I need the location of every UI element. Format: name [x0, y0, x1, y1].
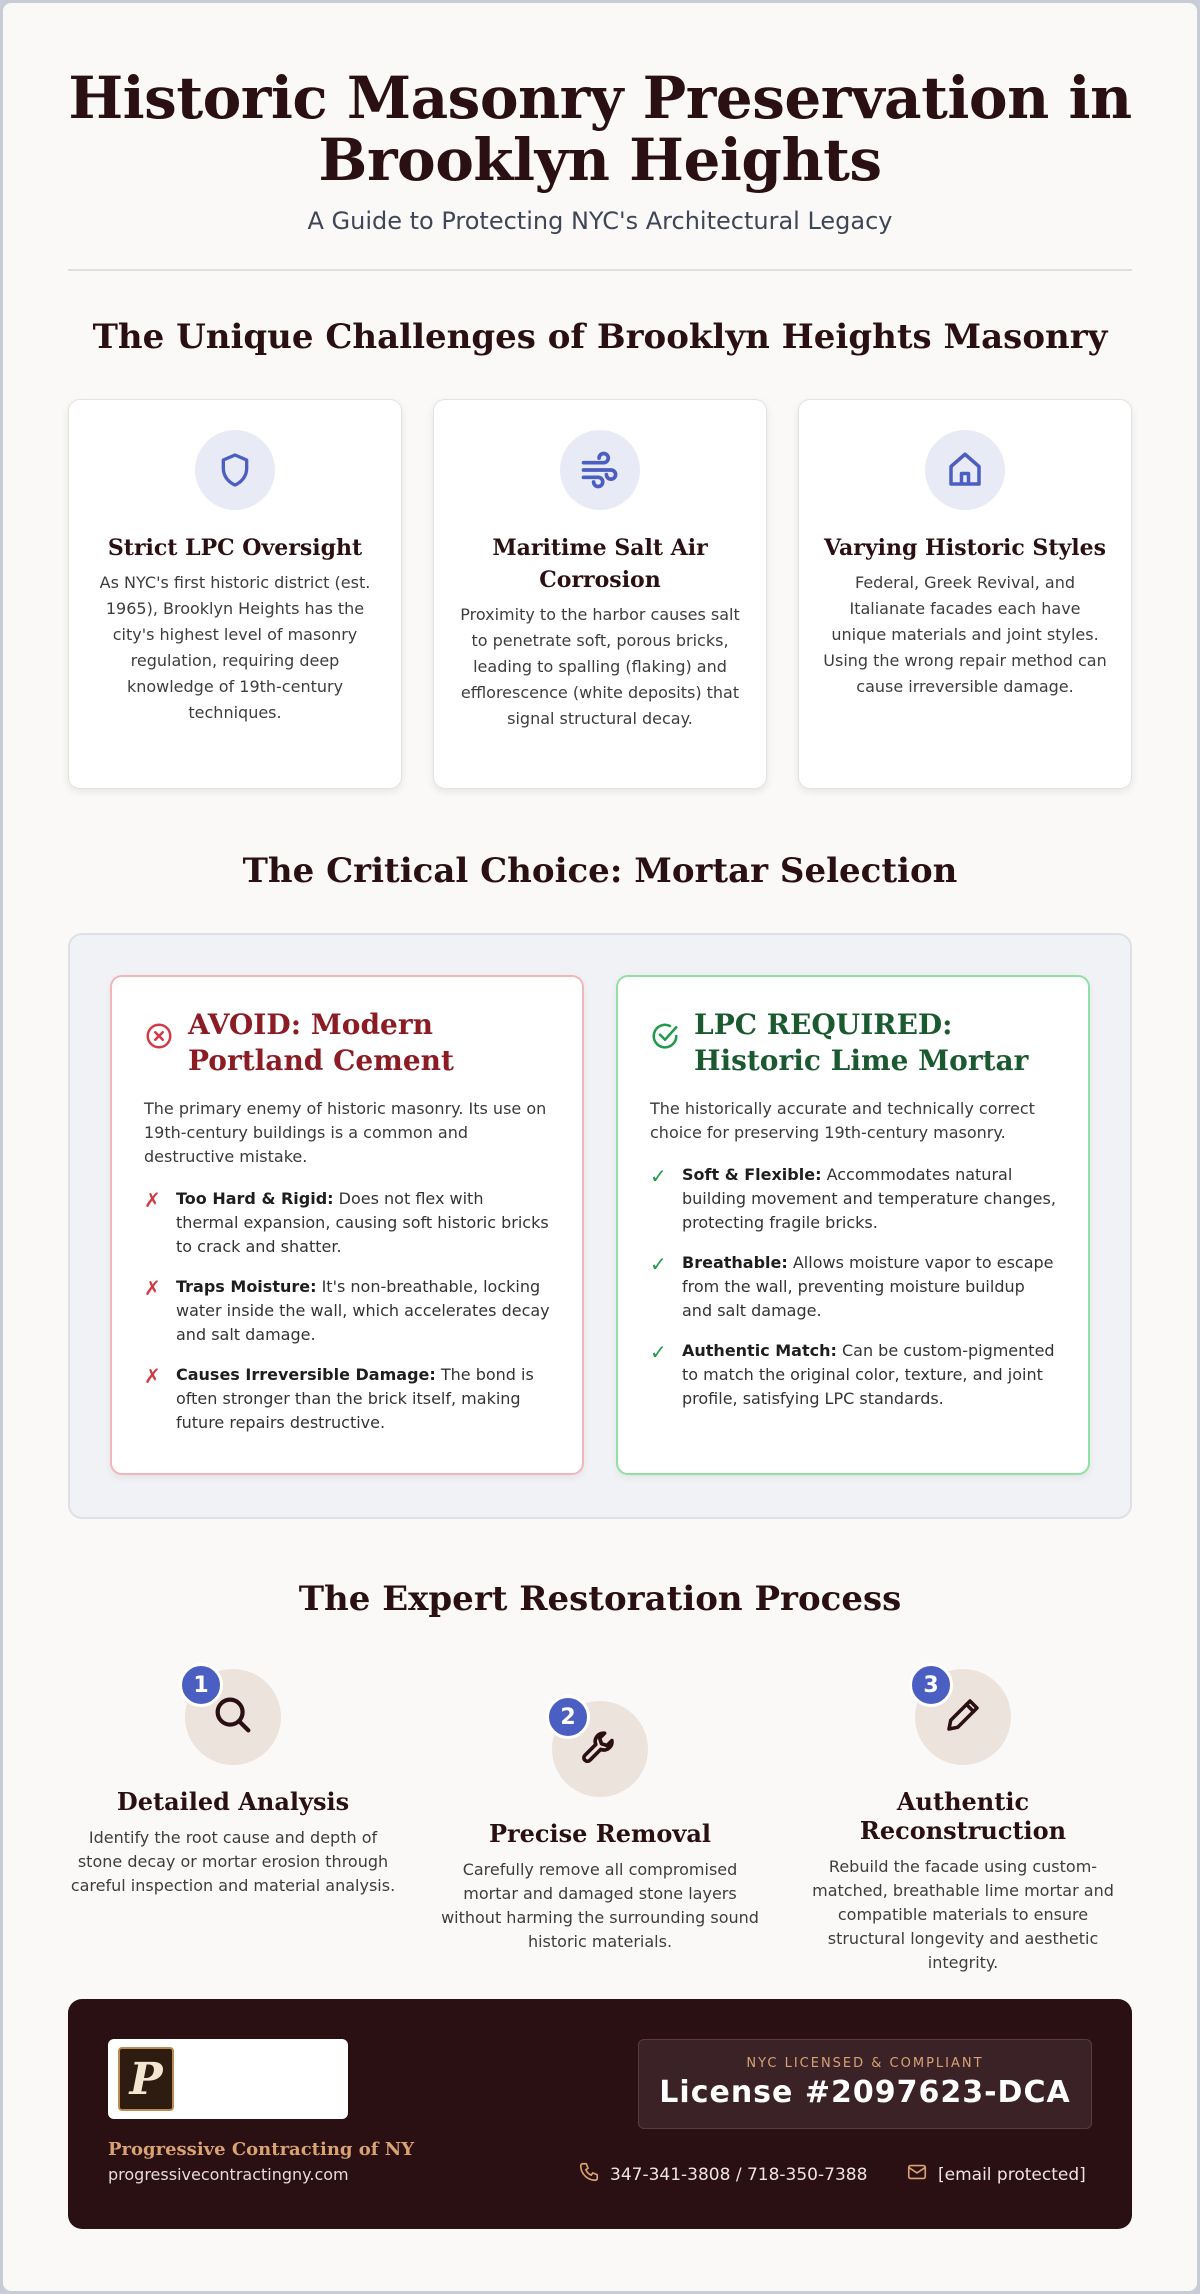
page-title: Historic Masonry Preservation in Brookly… [68, 64, 1132, 194]
mortar-title: The Critical Choice: Mortar Selection [242, 851, 958, 891]
x-circle-icon [144, 1021, 174, 1051]
challenge-card-lpc: Strict LPC Oversight As NYC's first hist… [68, 399, 402, 789]
check-circle-icon [650, 1021, 680, 1051]
cross-icon: ✗ [144, 1188, 161, 1212]
process-step-3: 3 Authentic Reconstruction Rebuild the f… [798, 1663, 1128, 1975]
required-intro: The historically accurate and technicall… [650, 1099, 1035, 1142]
step-number: 3 [909, 1663, 953, 1707]
required-title: LPC REQUIRED: Historic Lime Mortar [694, 1008, 1029, 1077]
mortar-comparison: AVOID: Modern Portland Cement The primar… [68, 933, 1132, 1519]
required-item: ✓Soft & Flexible: Accommodates natural b… [650, 1163, 1056, 1235]
phone-contact[interactable]: 347-341-3808 / 718-350-7388 [578, 2161, 867, 2188]
cross-icon: ✗ [144, 1364, 161, 1388]
license-number: License #2097623-DCA [659, 2075, 1071, 2110]
step-text: Carefully remove all compromised mortar … [441, 1860, 759, 1951]
phone-icon [578, 2161, 600, 2188]
logo-mark: P [118, 2047, 174, 2111]
company-name: Progressive Contracting of NY [108, 2139, 415, 2160]
challenge-text: Proximity to the harbor causes salt to p… [460, 605, 740, 728]
step-title: Authentic Reconstruction [859, 1787, 1067, 1845]
challenge-text: As NYC's first historic district (est. 1… [99, 573, 371, 722]
step-title: Precise Removal [488, 1819, 712, 1848]
avoid-item: ✗Traps Moisture: It's non-breathable, lo… [144, 1275, 550, 1347]
required-item: ✓Breathable: Allows moisture vapor to es… [650, 1251, 1056, 1323]
footer: P Progressive Contracting of NY progress… [68, 1999, 1132, 2229]
mail-icon [906, 2161, 928, 2188]
required-item: ✓Authentic Match: Can be custom-pigmente… [650, 1339, 1056, 1411]
pencil-icon [942, 1694, 984, 1740]
website-link[interactable]: progressivecontractingny.com [108, 2165, 349, 2184]
process-step-2: 2 Precise Removal Carefully remove all c… [435, 1695, 765, 1954]
step-number: 1 [179, 1663, 223, 1707]
page: Historic Masonry Preservation in Brookly… [3, 3, 1197, 2291]
process-title: The Expert Restoration Process [298, 1579, 902, 1619]
step-title: Detailed Analysis [116, 1787, 350, 1816]
check-icon: ✓ [650, 1164, 667, 1188]
wind-icon [560, 430, 640, 510]
challenge-title: Varying Historic Styles [823, 535, 1106, 561]
challenge-title: Strict LPC Oversight [107, 535, 363, 561]
challenge-title: Maritime Salt Air Corrosion [492, 535, 708, 593]
cross-icon: ✗ [144, 1276, 161, 1300]
check-icon: ✓ [650, 1252, 667, 1276]
step-text: Rebuild the facade using custom-matched,… [812, 1857, 1114, 1972]
company-logo: P [108, 2039, 348, 2119]
magnifier-icon [210, 1692, 256, 1742]
process-step-1: 1 Detailed Analysis Identify the root ca… [68, 1663, 398, 1898]
challenge-card-styles: Varying Historic Styles Federal, Greek R… [798, 399, 1132, 789]
step-number: 2 [546, 1695, 590, 1739]
check-icon: ✓ [650, 1340, 667, 1364]
email-address: [email protected] [938, 2164, 1086, 2185]
challenges-title: The Unique Challenges of Brooklyn Height… [92, 317, 1108, 357]
required-card: LPC REQUIRED: Historic Lime Mortar The h… [616, 975, 1090, 1475]
shield-icon [195, 430, 275, 510]
email-contact[interactable]: [email protected] [906, 2161, 1086, 2188]
avoid-title: AVOID: Modern Portland Cement [188, 1008, 454, 1077]
page-subtitle: A Guide to Protecting NYC's Architectura… [307, 207, 893, 235]
house-icon [925, 430, 1005, 510]
avoid-card: AVOID: Modern Portland Cement The primar… [110, 975, 584, 1475]
challenge-text: Federal, Greek Revival, and Italianate f… [823, 573, 1107, 696]
wrench-icon [578, 1725, 622, 1773]
license-badge: NYC LICENSED & COMPLIANT License #209762… [638, 2039, 1092, 2129]
header-divider [68, 269, 1132, 271]
challenge-card-salt: Maritime Salt Air Corrosion Proximity to… [433, 399, 767, 789]
phone-numbers: 347-341-3808 / 718-350-7388 [610, 2164, 868, 2185]
avoid-item: ✗Causes Irreversible Damage: The bond is… [144, 1363, 550, 1435]
step-text: Identify the root cause and depth of sto… [70, 1828, 396, 1895]
avoid-intro: The primary enemy of historic masonry. I… [144, 1099, 547, 1166]
avoid-item: ✗Too Hard & Rigid: Does not flex with th… [144, 1187, 550, 1259]
license-label: NYC LICENSED & COMPLIANT [746, 2056, 984, 2071]
